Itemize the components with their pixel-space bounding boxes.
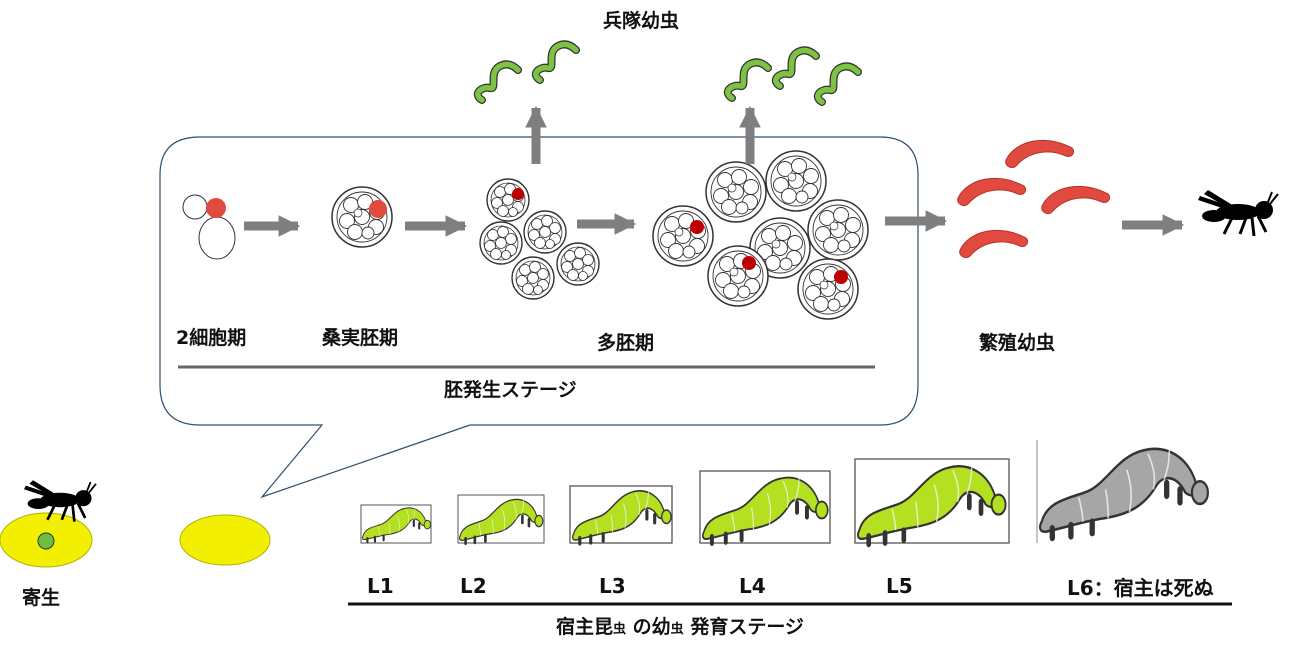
host-stage-text-a: 宿主昆 (556, 616, 614, 638)
parasitized-host-egg (0, 478, 98, 568)
caterpillar-l6-dead (1036, 440, 1208, 543)
instar-l3-label: L3 (599, 574, 626, 598)
instar-l5-label: L5 (886, 574, 913, 598)
two-cell-embryo (182, 194, 236, 260)
caterpillar-l5 (854, 458, 1010, 544)
host-stage-text-small-1: 虫 (613, 622, 627, 637)
caterpillar-l2 (457, 494, 545, 546)
soldier-larva-label: 兵隊幼虫 (603, 10, 680, 32)
host-egg (179, 514, 271, 566)
instar-l6-label: L6：宿主は死ぬ (1067, 576, 1214, 600)
reproductive-larvae (957, 139, 1111, 259)
adult-wasp-icon (1196, 188, 1280, 238)
parasitism-label: 寄生 (22, 587, 61, 609)
caterpillar-l4 (699, 470, 831, 544)
two-cell-stage-label: 2細胞期 (176, 327, 247, 349)
host-stage-text-b: の幼 (632, 616, 671, 638)
polyembryo-clusters (479, 178, 600, 300)
caterpillar-l1 (360, 504, 432, 544)
polyembryo-stage-label: 多胚期 (597, 332, 655, 354)
embryo-stage-label: 胚発生ステージ (444, 379, 577, 401)
polyembryo-mass (652, 150, 869, 320)
reproductive-larva-label: 繁殖幼虫 (979, 332, 1056, 354)
instar-l4-label: L4 (739, 574, 766, 598)
caterpillar-l3 (569, 485, 673, 546)
process-arrows (244, 105, 1185, 237)
morula-embryo (331, 186, 393, 248)
soldier-larvae (478, 44, 858, 102)
host-stage-text-small-2: 虫 (670, 622, 684, 637)
host-stage-text-c: 発育ステージ (690, 616, 804, 638)
morula-stage-label: 桑実胚期 (322, 327, 399, 349)
instar-l2-label: L2 (460, 574, 487, 598)
instar-l1-label: L1 (367, 574, 394, 598)
host-stage-label: 宿主昆虫 の幼虫 発育ステージ (556, 612, 804, 639)
